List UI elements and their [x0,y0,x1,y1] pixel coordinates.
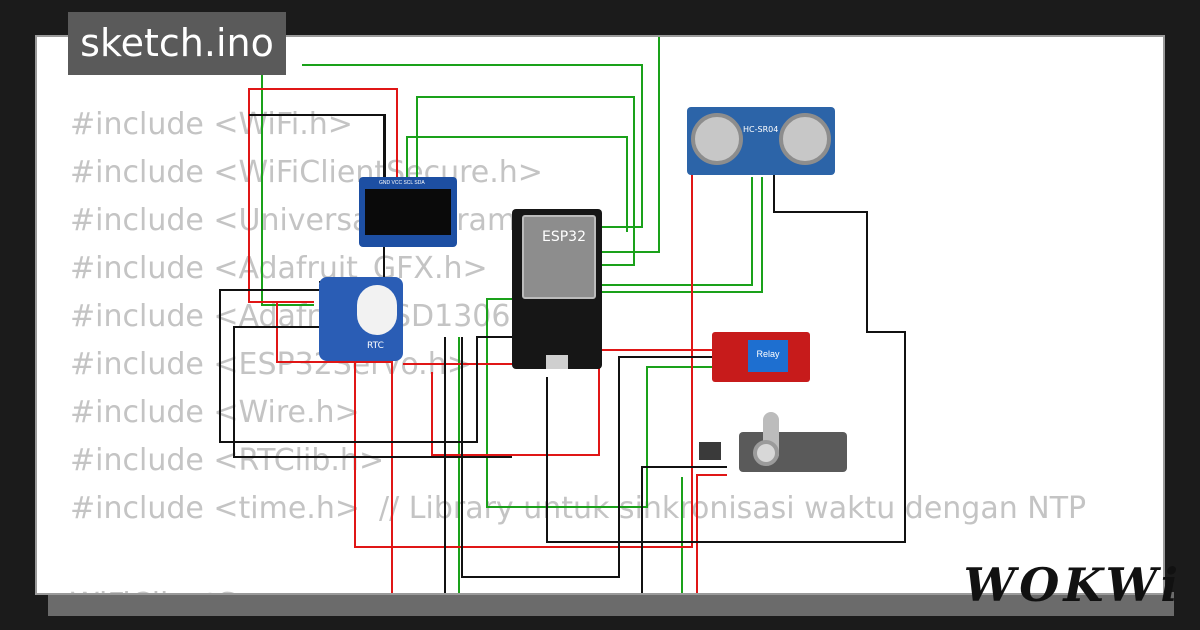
wire-black [233,326,512,458]
transducer-left-icon [691,113,743,165]
wokwi-logo: WOKWi [963,558,1182,612]
esp32-label: ESP32 [542,229,586,245]
servo-connector [699,442,721,460]
oled-screen [365,189,451,235]
code-line: WiFiClientSecure [70,587,1086,593]
usb-port-icon [546,355,568,369]
wire-green [486,298,712,508]
wire-black [249,114,386,177]
relay-module[interactable]: Relay [712,332,810,382]
oled-display[interactable]: GND VCC SCL SDA [359,177,457,247]
esp32-module: ESP32 [522,215,596,299]
rtc-label: RTC [367,341,384,351]
wire-green [406,136,628,232]
code-line: #include <Adafruit_GFX.h> [70,251,488,286]
rtc-module[interactable]: RTC [319,277,403,361]
hcsr04-label: HC-SR04 [743,125,779,134]
oled-pin-labels: GND VCC SCL SDA [379,180,425,186]
wire-black [219,289,512,443]
code-line: #include <WiFi.h> [70,107,353,142]
servo-motor[interactable] [699,412,849,480]
wire-black [546,175,906,543]
wire-red [431,349,712,456]
file-name-badge: sketch.ino [68,12,286,75]
wire-red [354,175,693,548]
code-line: #include <Wire.h> [70,395,360,430]
wire-black [641,466,727,593]
wire-red [248,88,398,303]
canvas-shadow [48,592,1174,616]
wire-green [302,64,643,228]
wire-green [602,177,753,286]
wire-red [276,302,393,593]
diagram-canvas[interactable]: #include <WiFi.h> #include <WiFiClientSe… [35,35,1165,595]
wire-black [461,337,712,578]
wire-green [261,37,314,306]
transducer-right-icon [779,113,831,165]
servo-hub-icon [753,440,779,466]
coin-cell-icon [357,285,397,335]
relay-label: Relay [748,340,788,372]
wire-red [696,474,727,593]
wire-green [416,96,635,266]
wire-green [602,177,763,293]
wire-green [602,37,660,253]
ultrasonic-sensor[interactable]: HC-SR04 [687,107,835,175]
esp32-board[interactable]: ESP32 [512,209,602,369]
